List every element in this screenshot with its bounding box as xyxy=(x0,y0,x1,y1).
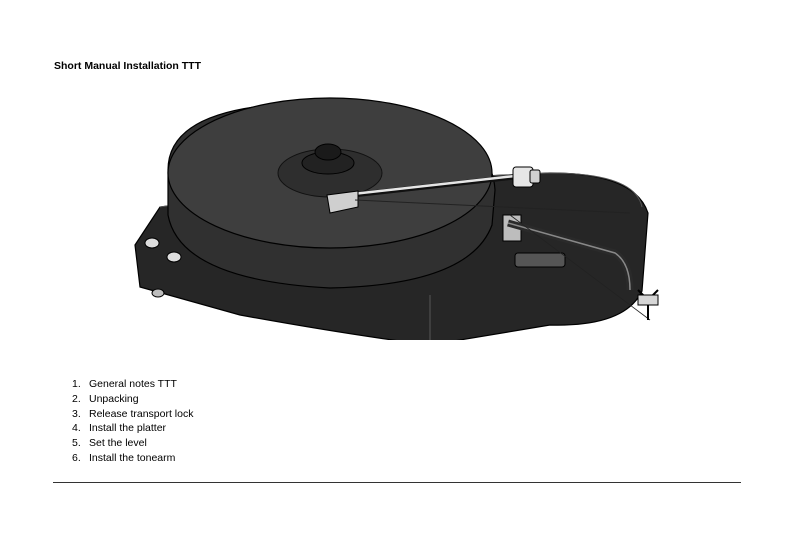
toc-item-4: 4. Install the platter xyxy=(72,421,193,436)
foot-side-2 xyxy=(166,251,182,263)
toc-item-number: 6. xyxy=(72,451,81,464)
toc-item-5: 5. Set the level xyxy=(72,436,193,451)
toc-item-number: 1. xyxy=(72,378,81,390)
toc-item-number: 4. xyxy=(72,422,81,435)
counterweight-end xyxy=(529,169,541,184)
toc-item-number: 3. xyxy=(72,407,81,420)
toc-item-2: 2. Unpacking xyxy=(72,392,193,407)
tonearm-tube-highlight xyxy=(334,174,516,198)
toc-item-label: Unpacking xyxy=(89,392,139,405)
page-title: Short Manual Installation TTT xyxy=(54,60,201,72)
toc-item-6: 6. Install the tonearm xyxy=(72,451,193,466)
toc-item-label: Install the platter xyxy=(89,422,167,435)
clamp-top xyxy=(314,143,342,161)
toc-item-3: 3. Release transport lock xyxy=(72,407,193,422)
footer-divider xyxy=(53,482,741,483)
toc-item-number: 2. xyxy=(72,392,81,405)
foot-side xyxy=(144,237,160,249)
plinth-top-edge xyxy=(159,172,643,208)
foot-front-left xyxy=(151,288,165,298)
toc-item-number: 5. xyxy=(72,437,81,450)
toc-item-label: Set the level xyxy=(89,437,147,450)
toc-item-label: General notes TTT xyxy=(89,378,177,390)
headshell xyxy=(326,190,359,214)
toc-item-label: Install the tonearm xyxy=(89,451,176,464)
turntable-illustration xyxy=(134,97,659,340)
tonearm-wire-2 xyxy=(509,214,651,321)
toc-item-label: Release transport lock xyxy=(89,407,194,420)
fork-clamp-block xyxy=(637,294,659,306)
toc-item-1: 1. General notes TTT xyxy=(72,377,193,392)
table-of-contents: 1. General notes TTT 2. Unpacking 3. Rel… xyxy=(72,377,193,466)
speed-control xyxy=(514,252,566,268)
tonearm-wire xyxy=(354,199,631,214)
tonearm-support-arm-highlight xyxy=(507,222,631,291)
